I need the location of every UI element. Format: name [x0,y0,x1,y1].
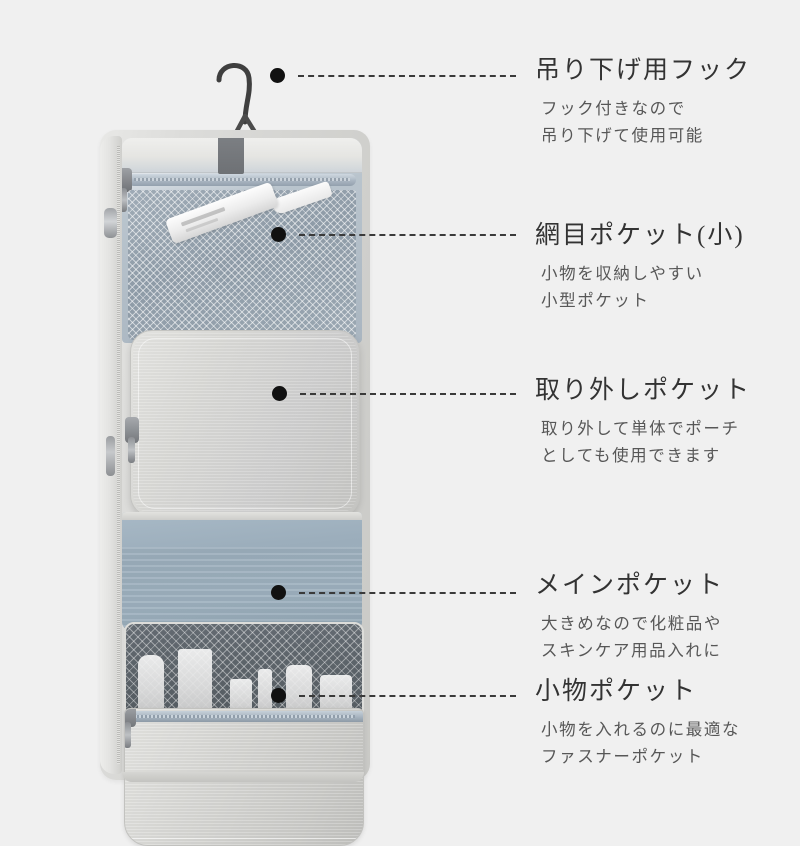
bag-bottom-hem [122,772,364,782]
small-pocket-zipper-pull-icon [125,709,136,748]
zipper-pull-top-icon [104,208,117,238]
callout-title: 網目ポケット(小) [535,222,745,249]
small-pocket-seam [131,837,357,839]
callout-title: 小物ポケット [535,678,698,705]
product-photo [70,40,400,846]
callout-description: 小物を入れるのに最適な ファスナーポケット [541,717,797,770]
callout-dot-small-items-pocket [271,688,286,703]
callout-description: 取り外して単体でポーチ としても使用できます [541,416,797,469]
main-pocket [124,622,364,721]
callout-line-small-items-pocket [299,695,516,697]
callout-desc-line: 大きめなので化粧品や [541,614,722,634]
callout-main-pocket: メインポケット 大きめなので化粧品や スキンケア用品入れに [535,570,797,665]
lining-panel [122,512,362,630]
mesh-pocket-small-section [122,138,362,343]
callout-line-mesh-pocket-small [299,234,516,236]
callout-dot-mesh-pocket-small [271,227,286,242]
callout-title: 吊り下げ用フック [535,57,752,84]
bottle-item [258,669,272,713]
side-gusset-zipper [100,136,122,774]
callout-mesh-pocket-small: 網目ポケット(小) 小物を収納しやすい 小型ポケット [535,220,797,315]
mesh-pocket-zipper-pull-icon [122,168,132,212]
callout-description: 大きめなので化粧品や スキンケア用品入れに [541,611,797,664]
bottle-item [178,649,212,713]
infographic-canvas: 吊り下げ用フック フック付きなので 吊り下げて使用可能 網目ポケット(小) 小物… [70,40,797,846]
lining-hem [122,512,362,520]
callout-detachable-pouch: 取り外しポケット 取り外して単体でポーチ としても使用できます [535,375,797,470]
callout-desc-line: 吊り下げて使用可能 [541,125,704,145]
mesh-pocket-zipper [128,174,356,186]
callout-dot-main-pocket [271,585,286,600]
callout-line-hanging-hook [298,75,516,77]
callout-desc-line: ファスナーポケット [541,746,704,766]
callout-desc-line: 取り外して単体でポーチ [541,419,740,439]
callout-small-items-pocket: 小物ポケット 小物を入れるのに最適な ファスナーポケット [535,676,797,771]
callout-dot-detachable-pouch [272,386,287,401]
callout-desc-line: フック付きなので [541,99,686,119]
callout-desc-line: スキンケア用品入れに [541,640,722,660]
bottle-item [138,655,164,713]
callout-desc-line: 小物を入れるのに最適な [541,720,741,740]
pouch-zipper-pull-icon [125,417,139,463]
callout-hanging-hook: 吊り下げ用フック フック付きなので 吊り下げて使用可能 [535,55,797,150]
callout-line-main-pocket [299,592,516,594]
callout-description: フック付きなので 吊り下げて使用可能 [541,96,797,149]
callout-line-detachable-pouch [300,393,516,395]
callout-desc-line: 小物を収納しやすい [541,264,704,284]
small-pocket-zipper [125,711,363,722]
bottle-item [286,665,312,713]
bottle-item [320,675,352,713]
hanger-strap [218,138,244,174]
callout-description: 小物を収納しやすい 小型ポケット [541,261,797,314]
callout-dot-hanging-hook [270,68,285,83]
callout-title: 取り外しポケット [535,377,752,404]
callout-desc-line: 小型ポケット [541,290,650,310]
bag-body [100,130,370,846]
callout-title: メインポケット [535,572,725,599]
detachable-pouch [125,330,360,517]
callout-desc-line: としても使用できます [541,445,721,465]
pouch-fabric-texture [133,333,357,514]
bottle-item [230,679,252,713]
zipper-pull-side-icon [106,436,115,476]
